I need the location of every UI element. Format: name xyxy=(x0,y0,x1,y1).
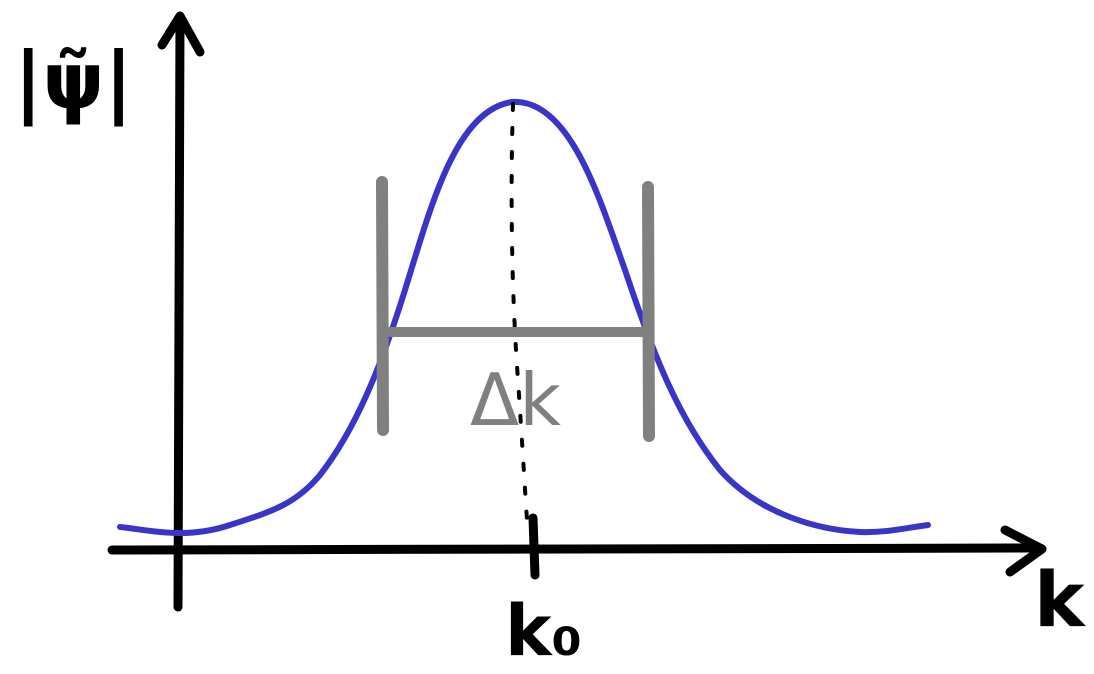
width-marker-left-bar xyxy=(376,176,389,436)
width-marker xyxy=(376,176,655,442)
y-axis-line xyxy=(173,13,185,612)
y-axis-arrowhead xyxy=(157,11,205,57)
y-axis xyxy=(157,11,205,612)
y-axis-label: |ψ̃| xyxy=(14,37,133,127)
center-tick xyxy=(528,513,540,580)
center-dotted-line xyxy=(509,102,529,522)
amplitude-curve xyxy=(117,98,931,536)
x-axis-line xyxy=(107,543,1045,555)
x-axis xyxy=(107,525,1047,577)
center-tick-label: k₀ xyxy=(505,590,582,672)
x-axis-arrowhead xyxy=(1000,525,1047,577)
x-axis-label: k xyxy=(1034,555,1086,644)
width-marker-right-bar xyxy=(642,181,655,442)
width-label: Δk xyxy=(470,358,561,442)
